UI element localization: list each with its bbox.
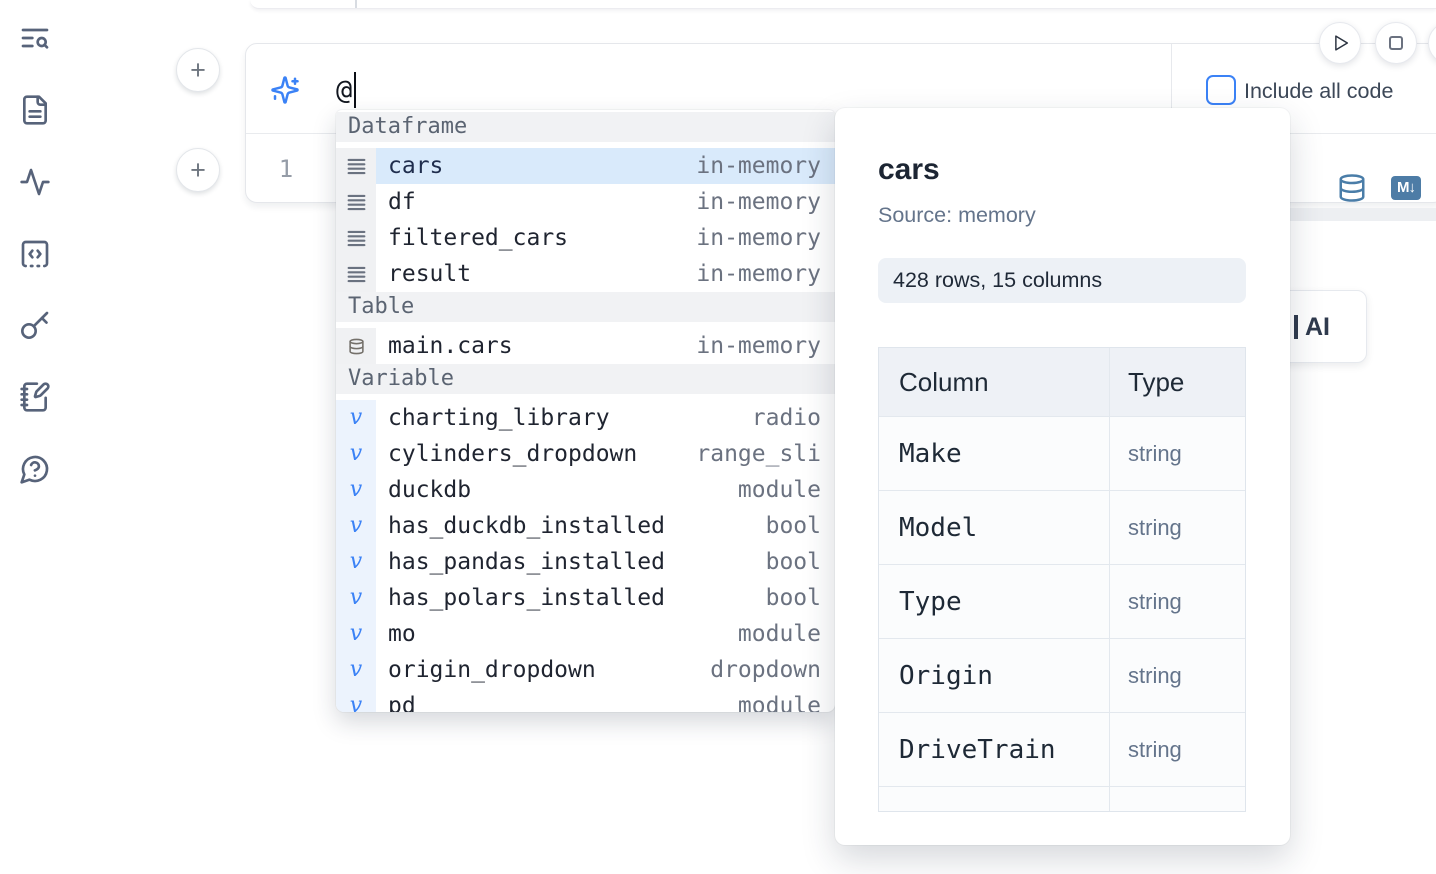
- sparkles-icon: [270, 75, 300, 105]
- clipped-glyph: [1294, 315, 1298, 339]
- preview-title: cars: [878, 153, 940, 186]
- schema-table-row-clipped: [879, 786, 1245, 811]
- variable-icon: v: [349, 657, 363, 682]
- code-snippet-icon[interactable]: [19, 238, 51, 270]
- variable-icon: v: [349, 513, 363, 538]
- divider: [355, 0, 357, 8]
- rows-icon: [347, 158, 365, 174]
- stop-icon: [1389, 36, 1403, 50]
- help-chat-icon[interactable]: [19, 453, 51, 485]
- ai-prompt-row[interactable]: @ Include all code: [246, 44, 1436, 134]
- text-cursor: [354, 72, 356, 108]
- rows-icon: [347, 266, 365, 282]
- schema-table-row: DriveTrain string: [879, 712, 1245, 786]
- variable-icon: v: [349, 549, 363, 574]
- autocomplete-section-header: Variable: [336, 364, 835, 394]
- rows-icon: [347, 230, 365, 246]
- schema-table-row: Origin string: [879, 638, 1245, 712]
- variable-icon: v: [349, 621, 363, 646]
- console-strip: [1290, 208, 1436, 221]
- add-cell-button-top[interactable]: +: [176, 48, 220, 92]
- run-button[interactable]: [1319, 22, 1361, 64]
- schema-table-row: Type string: [879, 564, 1245, 638]
- dataframe-preview-popup: cars Source: memory 428 rows, 15 columns…: [835, 108, 1290, 845]
- include-all-code-label: Include all code: [1244, 79, 1394, 103]
- activity-icon[interactable]: [19, 166, 51, 198]
- variable-icon: v: [349, 477, 363, 502]
- preview-source: Source: memory: [878, 203, 1036, 227]
- variable-icon: v: [349, 441, 363, 466]
- ai-card-label: AI: [1305, 313, 1330, 341]
- autocomplete-section-header: Table: [336, 292, 835, 322]
- schema-table: Column Type Make string Model string Typ…: [878, 347, 1246, 812]
- variable-icon: v: [349, 585, 363, 610]
- notebook-pen-icon[interactable]: [19, 381, 51, 413]
- rows-icon: [347, 194, 365, 210]
- variable-icon: v: [349, 405, 363, 430]
- schema-table-header: Column Type: [879, 348, 1245, 416]
- markdown-icon[interactable]: M↓: [1391, 176, 1421, 200]
- add-cell-button-bottom[interactable]: +: [176, 148, 220, 192]
- ai-prompt-input[interactable]: @: [336, 75, 353, 106]
- autocomplete-section-header: Dataframe: [336, 112, 835, 142]
- table-of-contents-search-icon[interactable]: [19, 22, 51, 54]
- database-icon[interactable]: [1337, 171, 1367, 205]
- divider: [1171, 44, 1172, 134]
- variable-icon: v: [349, 693, 363, 713]
- include-all-code-checkbox[interactable]: [1206, 75, 1236, 105]
- previous-cell-edge: [250, 0, 1436, 9]
- stop-button[interactable]: [1375, 22, 1417, 64]
- file-text-icon[interactable]: [19, 94, 51, 126]
- database-icon: [348, 338, 364, 354]
- schema-table-row: Make string: [879, 416, 1245, 490]
- shape-badge: 428 rows, 15 columns: [878, 258, 1246, 303]
- schema-table-row: Model string: [879, 490, 1245, 564]
- play-icon: [1335, 35, 1349, 51]
- line-number: 1: [278, 155, 294, 183]
- key-icon[interactable]: [19, 309, 51, 341]
